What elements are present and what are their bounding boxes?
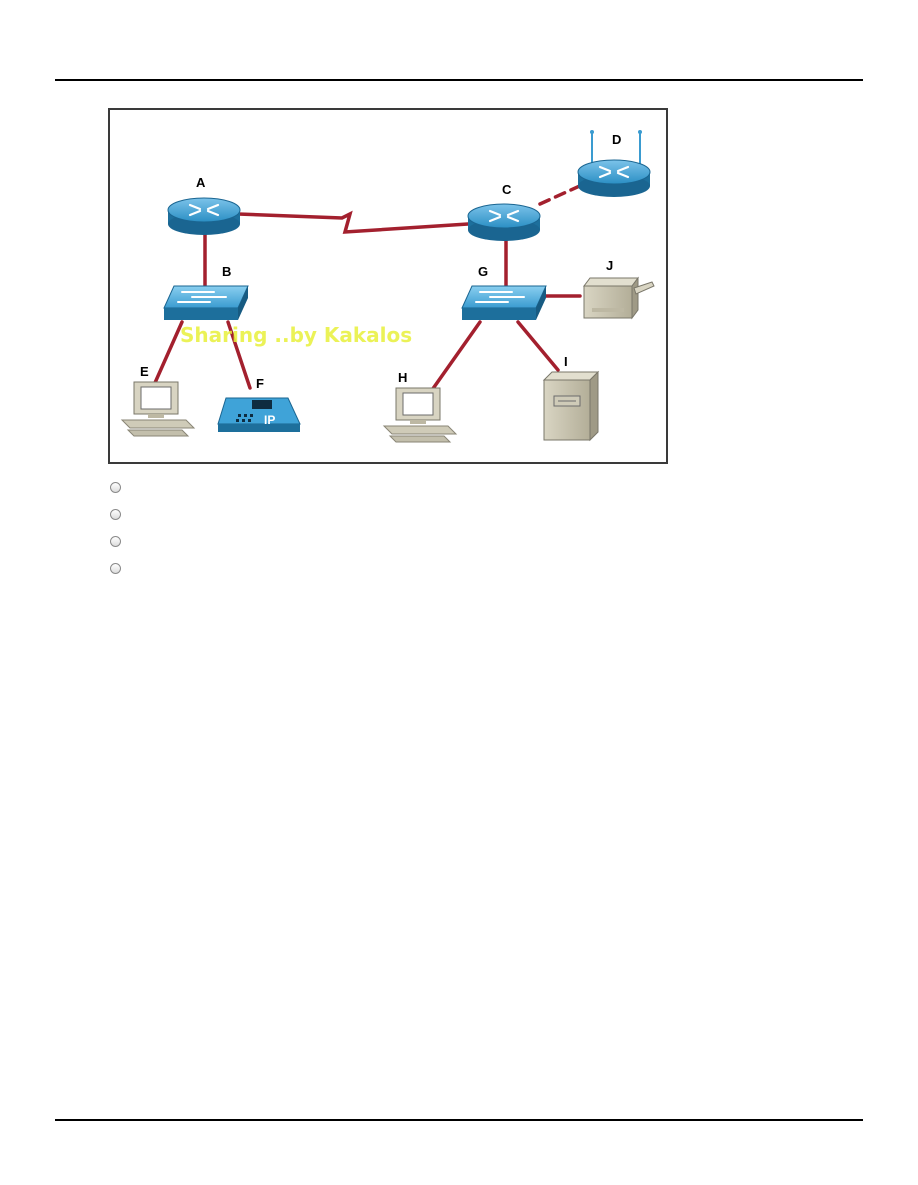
node-label-c: C xyxy=(502,182,512,197)
answer-option-1-radio[interactable] xyxy=(110,482,121,493)
link-a-c-serial xyxy=(236,210,470,234)
node-label-e: E xyxy=(140,364,149,379)
link-c-d-dashed xyxy=(538,182,586,206)
answer-option-2-radio[interactable] xyxy=(110,509,121,520)
workstation-h xyxy=(383,387,457,443)
switch-b xyxy=(163,285,249,321)
node-label-j: J xyxy=(606,258,613,273)
footer-rule xyxy=(55,1119,863,1121)
node-label-i: I xyxy=(564,354,568,369)
link-g-i xyxy=(516,320,560,372)
server-i xyxy=(542,370,600,442)
node-label-d: D xyxy=(612,132,621,147)
answer-option-3-radio[interactable] xyxy=(110,536,121,547)
network-diagram: A C D B G E xyxy=(121,130,655,443)
node-label-a: A xyxy=(196,175,206,190)
link-g-h xyxy=(430,320,482,392)
node-label-b: B xyxy=(222,264,231,279)
node-label-f: F xyxy=(256,376,264,391)
network-topology-figure: A C D B G E xyxy=(108,108,668,464)
router-a xyxy=(166,196,242,237)
link-b-e xyxy=(152,320,184,387)
answer-options xyxy=(110,482,121,590)
wireless-router-d xyxy=(576,130,652,199)
answer-option-4-radio[interactable] xyxy=(110,563,121,574)
link-b-f xyxy=(226,320,252,390)
ip-phone-f: IP xyxy=(217,397,301,432)
node-label-h: H xyxy=(398,370,407,385)
printer-j xyxy=(583,276,655,320)
switch-g xyxy=(461,285,547,321)
ip-badge: IP xyxy=(264,413,275,427)
header-rule xyxy=(55,79,863,81)
network-links xyxy=(152,182,586,392)
router-c xyxy=(466,202,542,243)
node-label-g: G xyxy=(478,264,488,279)
workstation-e xyxy=(121,381,195,437)
watermark-text: Sharing ..by Kakalos xyxy=(180,323,412,347)
